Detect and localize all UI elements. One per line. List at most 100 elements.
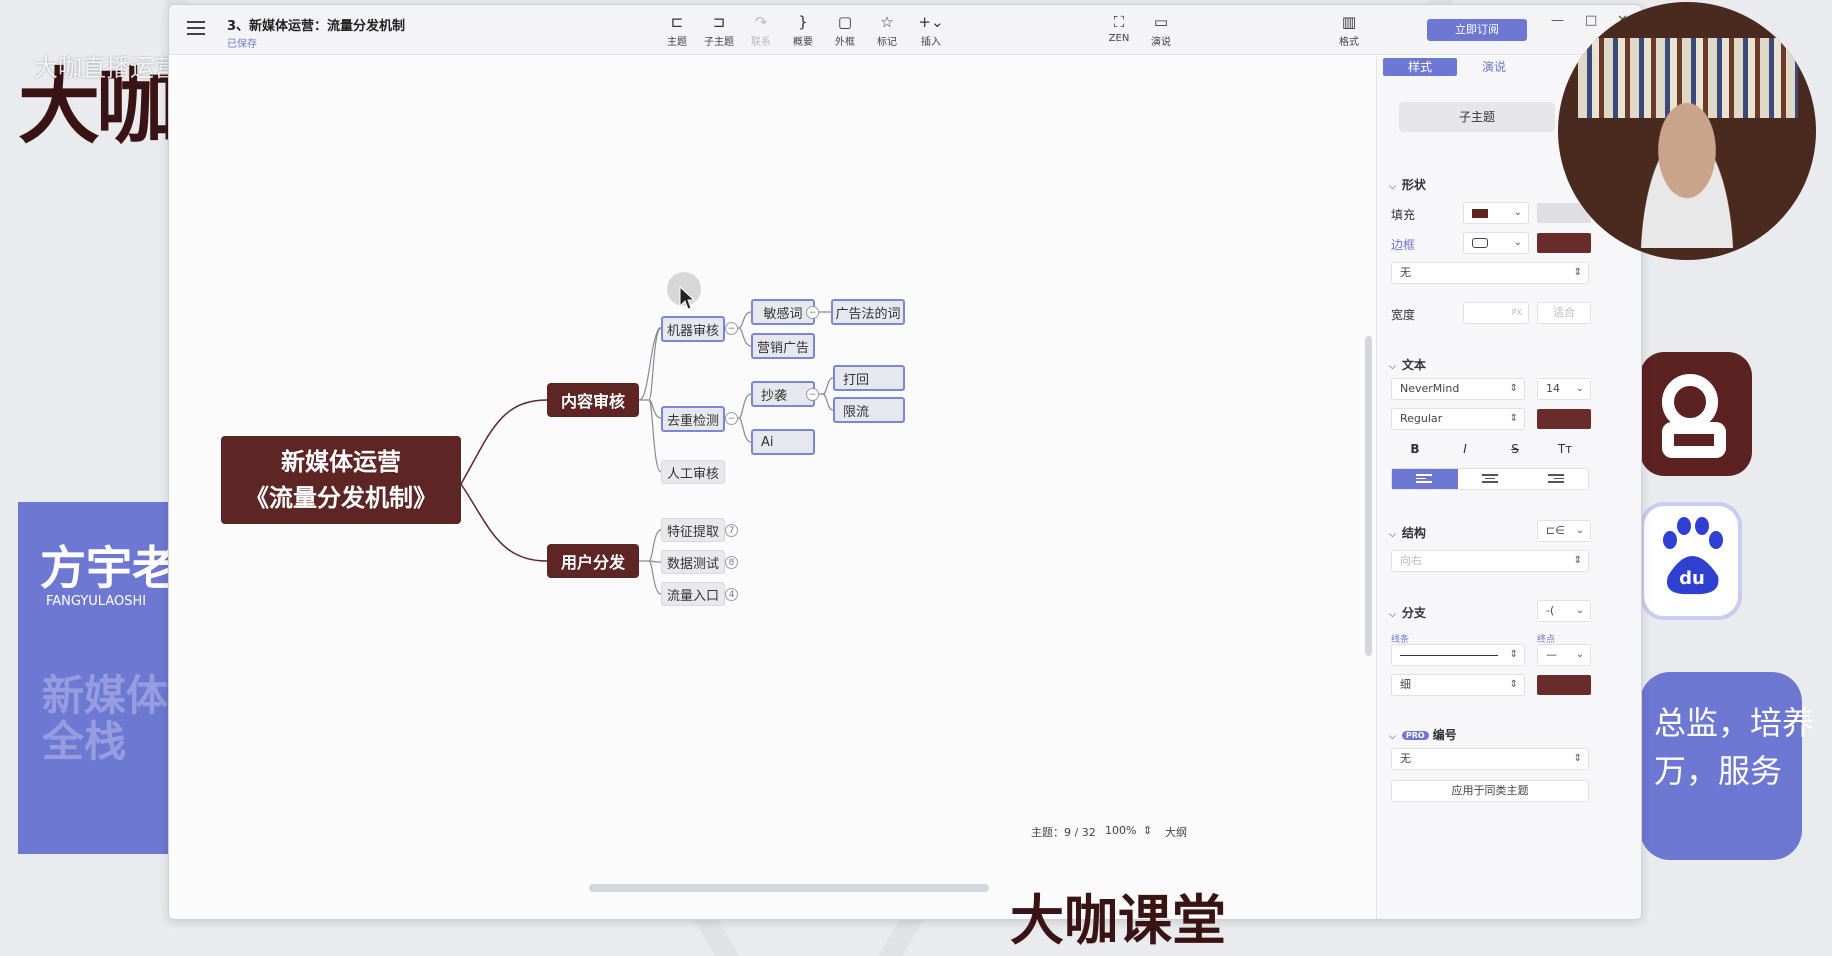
collapse-toggle-icon[interactable]: −: [725, 322, 738, 335]
topic-style-preview[interactable]: 子主题: [1399, 102, 1555, 132]
topic-data-testing[interactable]: 数据测试: [661, 550, 725, 574]
relationship-button[interactable]: ↷ 联系: [739, 11, 783, 53]
collapse-toggle-icon[interactable]: −: [806, 388, 819, 401]
align-center-icon[interactable]: [1458, 469, 1524, 489]
border-shape-select[interactable]: ⌄: [1463, 232, 1529, 254]
outline-button[interactable]: 大纲: [1165, 826, 1187, 839]
fill-label: 填充: [1391, 208, 1416, 222]
bold-button[interactable]: B: [1410, 442, 1420, 456]
boundary-button[interactable]: ▢ 外框: [823, 11, 867, 53]
topic-button[interactable]: ⊏ 主题: [655, 11, 699, 53]
topic-bounce[interactable]: 打回: [833, 365, 905, 391]
main-topic-user-distribution[interactable]: 用户分发: [547, 544, 639, 578]
presenter-name: 方宇老: [40, 541, 178, 595]
summary-icon: }: [798, 13, 808, 31]
apply-same-type-button[interactable]: 应用于同类主题: [1391, 780, 1589, 802]
topic-feature-extraction[interactable]: 特征提取: [661, 518, 725, 542]
section-branch[interactable]: ⌵分支: [1389, 606, 1426, 620]
pitch-button[interactable]: ▭ 演说: [1139, 11, 1183, 53]
subscribe-button[interactable]: 立即订阅: [1427, 19, 1527, 41]
presentation-icon: ▭: [1153, 13, 1169, 31]
branch-color-swatch[interactable]: [1537, 675, 1591, 695]
brand-logo: 大咖: [18, 59, 178, 155]
tab-pitch[interactable]: 演说: [1481, 60, 1506, 74]
fullscreen-icon: ⛶: [1113, 13, 1125, 31]
text-color-swatch[interactable]: [1537, 409, 1591, 429]
app-window: 3、新媒体运营：流量分发机制 已保存 ⊏ 主题 ⊐ 子主题 ↷ 联系 } 概要 …: [168, 4, 1642, 920]
line-thickness-select[interactable]: 细⇕: [1391, 674, 1525, 696]
relationship-icon: ↷: [754, 13, 768, 31]
horizontal-scrollbar[interactable]: [589, 884, 989, 892]
baidu-logo-icon: du: [1640, 502, 1742, 620]
topic-dedupe-check[interactable]: 去重检测: [661, 406, 725, 432]
fill-swatch[interactable]: [1537, 203, 1591, 223]
font-size-select[interactable]: 14⌄: [1537, 378, 1591, 400]
fit-width-button[interactable]: 适合: [1537, 302, 1591, 324]
topic-count: 主题：9 / 32: [1031, 826, 1096, 839]
numbering-select[interactable]: 无⇕: [1391, 748, 1589, 770]
marker-button[interactable]: ☆ 标记: [865, 11, 909, 53]
tab-style[interactable]: 样式: [1383, 58, 1457, 76]
presenter-video: [1558, 2, 1816, 260]
summary-button[interactable]: } 概要: [781, 11, 825, 53]
format-panel: 样式 演说 子主题 ⌵形状 填充 ⌄ 边框 ⌄ 无⇕ 宽度 PX 适合 ⌵文本 …: [1376, 56, 1641, 919]
plus-icon: +⌄: [918, 13, 944, 31]
zoom-level[interactable]: 100%: [1105, 824, 1137, 837]
width-input[interactable]: PX: [1463, 302, 1529, 324]
border-style-select[interactable]: 无⇕: [1391, 262, 1589, 284]
topic-ad-law-words[interactable]: 广告法的词: [831, 299, 905, 325]
watermark-text: 大咖直播运营: [34, 54, 178, 82]
menu-icon[interactable]: [187, 21, 205, 35]
zoom-stepper-icon[interactable]: ⇕: [1143, 824, 1153, 837]
section-shape[interactable]: ⌵形状: [1389, 178, 1426, 192]
expand-count-badge[interactable]: 8: [725, 556, 738, 569]
presenter-card: 方宇老 FANGYULAOSHI 新媒体 全栈: [18, 502, 178, 854]
align-right-icon[interactable]: [1524, 469, 1590, 489]
font-weight-select[interactable]: Regular⇕: [1391, 408, 1525, 430]
fill-color-select[interactable]: ⌄: [1463, 202, 1529, 224]
structure-direction-select[interactable]: 向右⇕: [1391, 550, 1589, 572]
insert-button[interactable]: +⌄ 插入: [909, 11, 953, 53]
zen-button[interactable]: ⛶ ZEN: [1097, 11, 1141, 53]
main-topic-content-review[interactable]: 内容审核: [547, 383, 639, 417]
mindmap-connectors: [460, 311, 834, 595]
topic-sensitive-words[interactable]: 敏感词: [751, 299, 815, 325]
topic-manual-review[interactable]: 人工审核: [661, 460, 725, 484]
strikethrough-button[interactable]: S: [1511, 442, 1519, 456]
collapse-toggle-icon[interactable]: −: [725, 412, 738, 425]
topic-marketing-ads[interactable]: 营销广告: [751, 333, 815, 359]
expand-count-badge[interactable]: 4: [725, 588, 738, 601]
bio-line: 万，服务: [1654, 752, 1783, 790]
line-style-select[interactable]: ⇕: [1391, 644, 1525, 666]
branch-style-select[interactable]: -(⌄: [1537, 600, 1591, 622]
presenter-line: 全栈: [42, 717, 127, 766]
subtopic-button[interactable]: ⊐ 子主题: [697, 11, 741, 53]
align-left-icon[interactable]: [1392, 469, 1458, 489]
topic-traffic-entry[interactable]: 流量入口: [661, 582, 725, 606]
root-topic[interactable]: 新媒体运营 《流量分发机制》: [221, 436, 461, 524]
topic-ai[interactable]: Ai: [751, 429, 815, 455]
kuaishou-logo-icon: [1640, 352, 1752, 476]
font-family-select[interactable]: NeverMind⇕: [1391, 378, 1525, 400]
italic-button[interactable]: I: [1463, 442, 1467, 456]
bio-line: 总监，培养: [1654, 704, 1815, 742]
border-color-swatch[interactable]: [1537, 233, 1591, 253]
line-end-select[interactable]: —⌄: [1537, 644, 1591, 666]
structure-select[interactable]: ⊏∈⌄: [1537, 520, 1591, 542]
text-format-row: B I S Tт: [1391, 438, 1591, 460]
mindmap-canvas[interactable]: 新媒体运营 《流量分发机制》 内容审核 用户分发 机器审核 去重检测 人工审核 …: [169, 56, 1372, 919]
section-structure[interactable]: ⌵结构: [1389, 526, 1426, 540]
collapse-toggle-icon[interactable]: −: [806, 306, 819, 319]
topic-rate-limit[interactable]: 限流: [833, 397, 905, 423]
section-text[interactable]: ⌵文本: [1389, 358, 1426, 372]
vertical-scrollbar[interactable]: [1365, 336, 1372, 656]
maximize-icon[interactable]: □: [1585, 13, 1598, 28]
format-button[interactable]: ▥ 格式: [1327, 11, 1371, 53]
expand-count-badge[interactable]: 7: [725, 524, 738, 537]
subtopic-icon: ⊐: [712, 13, 726, 31]
presenter-line: 新媒体: [42, 671, 169, 720]
minimize-icon[interactable]: —: [1551, 13, 1564, 28]
text-case-button[interactable]: Tт: [1557, 442, 1573, 456]
topic-machine-review[interactable]: 机器审核: [661, 316, 725, 342]
